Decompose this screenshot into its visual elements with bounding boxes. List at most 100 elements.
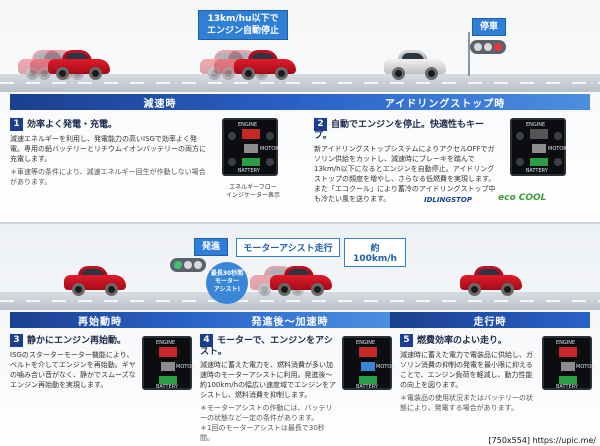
ecocool-logo: eco COOL bbox=[498, 193, 547, 203]
watermark: [750x554] https://upic.me/ bbox=[486, 436, 598, 445]
card-number: 5 bbox=[400, 334, 413, 347]
card-efficient-driving: 5 燃費効率のよい走り。 減速時に蓄えた電力で電装品に供給し、ガソリン消費の抑制の… bbox=[400, 334, 536, 413]
motor-icon bbox=[561, 362, 575, 371]
card-note: ＊電装品の使用状況またはバッテリーの状態により、発電する場合があります。 bbox=[400, 394, 533, 412]
card-restart: 3 静かにエンジン再始動。 ISGのスターターモーター機能により、ベルトを介してエ… bbox=[10, 334, 138, 390]
card-note: ＊車速等の条件により、減速エネルギー回生が作動しない場合があります。 bbox=[10, 168, 206, 186]
card-title: 燃費効率のよい走り。 bbox=[417, 336, 507, 346]
top-panel: 13km/hu以下で エンジン自動停止 停車 減速時 アイドリングストップ時 1… bbox=[0, 0, 600, 220]
motor-icon bbox=[244, 144, 258, 153]
battery-label: BATTERY bbox=[526, 168, 548, 174]
card-title: 自動でエンジンを停止。快適性もキープ。 bbox=[314, 120, 485, 141]
card-decel-charge: 1 効率よく発電・充電。 減速エネルギーを利用し、発電能力の高いISGで効率よく発… bbox=[10, 118, 210, 187]
lane-marking-bottom bbox=[0, 300, 600, 302]
battery-label: BATTERY bbox=[238, 168, 260, 174]
wheel-icon bbox=[228, 132, 236, 140]
assist-bubble: 最長30秒間 モーター アシスト! bbox=[206, 262, 248, 304]
energy-flow-screen: ENGINE MOTOR BATTERY bbox=[222, 118, 279, 176]
battery-icon bbox=[359, 376, 377, 384]
battery-icon bbox=[559, 376, 577, 384]
card-body: 減速時に蓄えた電力を、燃料消費が多い加速時のモーターアシストに利用。発進後～約1… bbox=[200, 361, 337, 399]
wheel-icon bbox=[554, 132, 562, 140]
energy-flow-screen: ENGINE MOTOR BATTERY bbox=[142, 336, 195, 390]
motor-label: MOTOR bbox=[176, 364, 195, 370]
motor-icon bbox=[161, 362, 175, 371]
card-number: 1 bbox=[10, 118, 23, 131]
battery-label: BATTERY bbox=[156, 384, 178, 390]
signal-lamp-red bbox=[194, 261, 202, 269]
wheel-icon bbox=[228, 158, 236, 166]
engine-icon bbox=[559, 347, 577, 357]
phase-idling-stop: アイドリングストップ時 bbox=[300, 94, 590, 110]
battery-icon bbox=[242, 158, 260, 166]
bottom-panel: 発進 モーターアシスト走行 約100km/h 最長30秒間 モーター アシスト!… bbox=[0, 222, 600, 446]
signal-lamp-yellow bbox=[484, 43, 492, 51]
wheel-icon bbox=[516, 132, 524, 140]
traffic-signal-icon bbox=[170, 258, 206, 272]
card-body: 減速エネルギーを利用し、発電能力の高いISGで効率よく発電。専用の鉛バッテリーと… bbox=[10, 135, 206, 163]
motor-label: MOTOR bbox=[548, 146, 567, 152]
engine-icon bbox=[359, 347, 377, 357]
lane-marking-top bbox=[0, 82, 600, 84]
screen-caption: エネルギーフロー インジケーター表示 bbox=[225, 184, 280, 199]
phase-accel: 発進後～加速時 bbox=[190, 312, 390, 328]
car-cruising bbox=[460, 266, 522, 296]
wheel-icon bbox=[516, 158, 524, 166]
motor-icon bbox=[361, 362, 375, 371]
wheel-icon bbox=[554, 158, 562, 166]
card-title: 静かにエンジン再始動。 bbox=[27, 336, 127, 346]
car-restart bbox=[64, 266, 126, 296]
phase-decel: 減速時 bbox=[10, 94, 310, 110]
engine-label: ENGINE bbox=[556, 340, 576, 346]
card-number: 2 bbox=[314, 118, 327, 131]
car-accelerating bbox=[270, 266, 332, 296]
motor-label: MOTOR bbox=[260, 146, 279, 152]
energy-flow-screen: ENGINE MOTOR BATTERY bbox=[342, 336, 395, 390]
energy-flow-screen: ENGINE MOTOR BATTERY bbox=[510, 118, 567, 176]
card-title: モーターで、エンジンをアシスト。 bbox=[200, 336, 333, 357]
card-number: 4 bbox=[200, 334, 213, 347]
signal-pole bbox=[468, 32, 470, 76]
card-body: 新アイドリングストップシステムによりアクセルOFFでガソリン供給をカットし、減速… bbox=[314, 145, 496, 203]
card-body: 減速時に蓄えた電力で電装品に供給し、ガソリン消費の抑制の発電を最小限に抑えること… bbox=[400, 351, 533, 389]
card-number: 3 bbox=[10, 334, 23, 347]
speed-label: 約100km/h bbox=[344, 238, 406, 267]
engine-label: ENGINE bbox=[526, 122, 546, 128]
wheel-icon bbox=[266, 158, 274, 166]
signal-lamp-green bbox=[174, 261, 182, 269]
motor-label: MOTOR bbox=[576, 364, 595, 370]
engine-label: ENGINE bbox=[356, 340, 376, 346]
battery-icon bbox=[530, 158, 548, 166]
signal-lamp-red bbox=[494, 43, 502, 51]
auto-stop-callout: 13km/hu以下で エンジン自動停止 bbox=[198, 10, 288, 40]
motor-icon bbox=[532, 144, 546, 153]
signal-lamp-yellow bbox=[184, 261, 192, 269]
car-slowing bbox=[234, 50, 296, 80]
energy-flow-screen: ENGINE MOTOR BATTERY bbox=[542, 336, 595, 390]
car-stopped bbox=[384, 50, 446, 80]
card-note: ＊モーターアシストの作動には、バッテリーの状態など一定の条件があります。 ＊1回… bbox=[200, 404, 333, 442]
card-title: 効率よく発電・充電。 bbox=[27, 120, 118, 130]
battery-label: BATTERY bbox=[356, 384, 378, 390]
engine-icon bbox=[242, 129, 260, 139]
phase-restart: 再始動時 bbox=[10, 312, 190, 328]
engine-icon bbox=[159, 347, 177, 357]
car-decelerating bbox=[48, 50, 110, 80]
phase-cruise: 走行時 bbox=[390, 312, 590, 328]
signal-lamp-green bbox=[474, 43, 482, 51]
assist-label: モーターアシスト走行 bbox=[236, 238, 340, 257]
wheel-icon bbox=[266, 132, 274, 140]
card-body: ISGのスターターモーター機能により、ベルトを介してエンジンを再始動。ギヤの噛み… bbox=[10, 351, 136, 389]
battery-label: BATTERY bbox=[556, 384, 578, 390]
engine-icon bbox=[530, 129, 548, 139]
traffic-signal-icon bbox=[470, 40, 506, 54]
stop-label: 停車 bbox=[472, 18, 506, 36]
start-label: 発進 bbox=[194, 238, 228, 256]
engine-label: ENGINE bbox=[156, 340, 176, 346]
idlingstop-logo: IDLINGSTOP bbox=[424, 196, 472, 204]
battery-icon bbox=[159, 376, 177, 384]
engine-label: ENGINE bbox=[238, 122, 258, 128]
motor-label: MOTOR bbox=[376, 364, 395, 370]
